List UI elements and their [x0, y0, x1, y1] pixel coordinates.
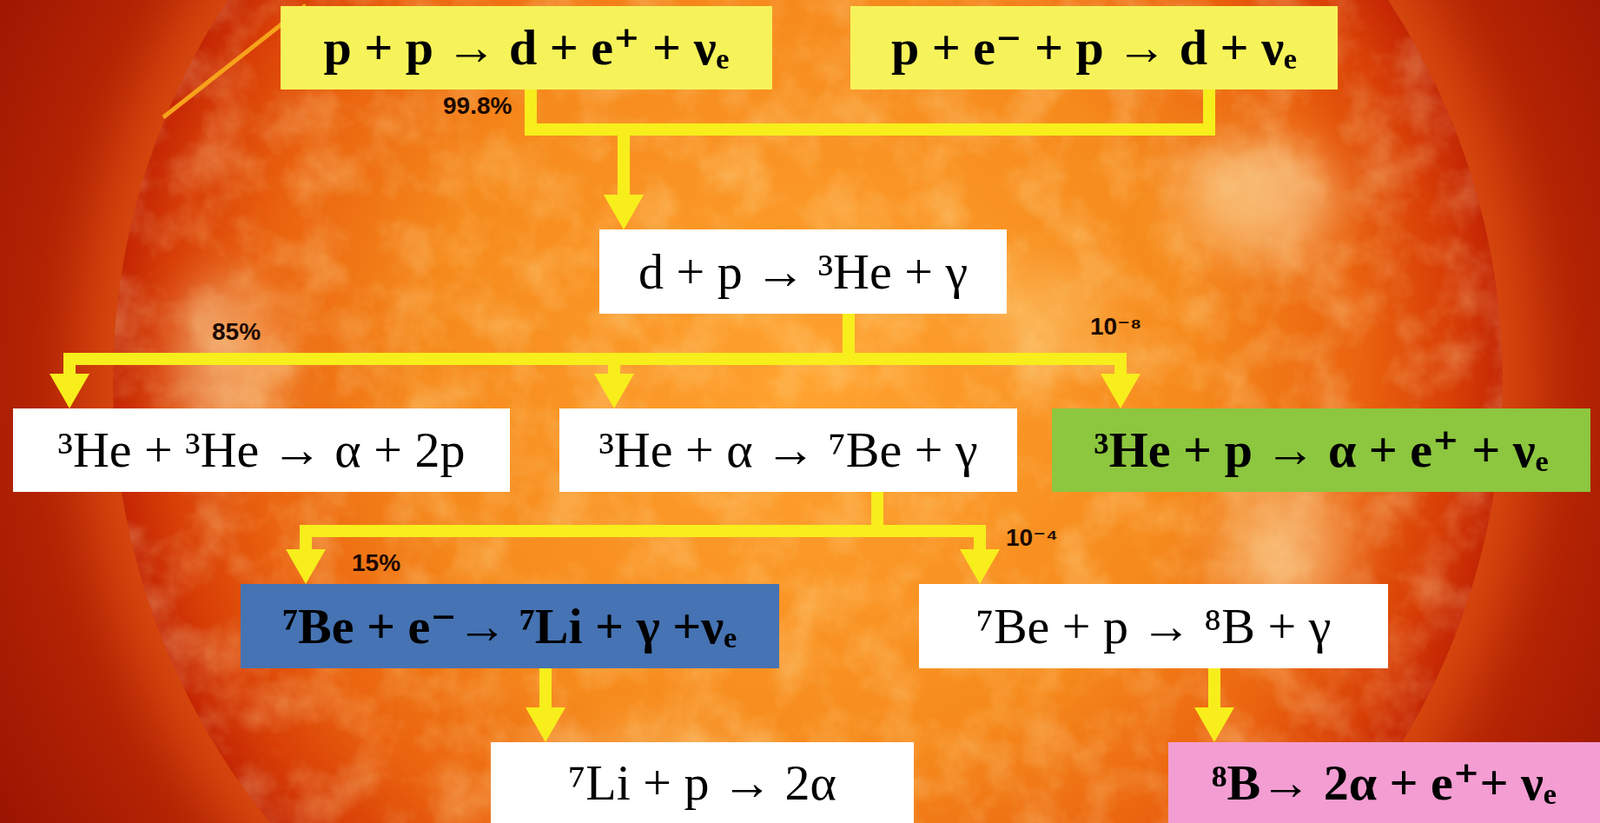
flow-arrow [603, 89, 1210, 230]
arrow-shaft [623, 89, 1210, 197]
reaction-equation: ⁷Be + e⁻→ ⁷Li + γ +νₑ [283, 595, 738, 657]
arrow-head [959, 548, 1000, 584]
reaction-equation: p + e⁻ + p → d + νₑ [891, 17, 1297, 79]
reaction-box: ³He + p → α + e⁺ + νₑ [1051, 408, 1591, 492]
reaction-equation: d + p → ³He + γ [638, 241, 968, 303]
arrow-shaft [530, 89, 624, 197]
flow-arrow [49, 313, 849, 409]
reaction-box: ⁷Be + p → ⁸B + γ [919, 583, 1389, 668]
flow-arrow [594, 313, 849, 409]
arrow-head [285, 548, 326, 584]
arrow-shaft [877, 491, 980, 551]
branch-ratio: 10⁻⁴ [1005, 523, 1058, 552]
reaction-equation: ³He + ³He → α + 2p [58, 419, 466, 481]
arrow-shaft [69, 313, 849, 376]
reaction-box: ³He + α → ⁷Be + γ [559, 408, 1018, 492]
reaction-box: p + e⁻ + p → d + νₑ [850, 6, 1338, 90]
arrow-shaft [848, 313, 1121, 376]
arrow-shaft [305, 491, 878, 551]
arrow-head [603, 194, 644, 230]
reaction-equation: ³He + p → α + e⁺ + νₑ [1093, 419, 1548, 481]
reaction-equation: ⁷Be + p → ⁸B + γ [976, 595, 1332, 657]
arrow-head [525, 707, 566, 742]
reaction-box: ³He + ³He → α + 2p [13, 408, 510, 492]
branch-ratio: 15% [351, 548, 401, 577]
arrow-head [1100, 373, 1141, 409]
arrow-head [594, 373, 635, 409]
reaction-box: ⁸B→ 2α + e⁺+ νₑ [1168, 741, 1600, 823]
arrow-shaft [614, 313, 849, 376]
reaction-equation: ⁸B→ 2α + e⁺+ νₑ [1211, 752, 1557, 814]
branch-ratio: 85% [211, 317, 261, 346]
branch-ratio: 10⁻⁸ [1090, 312, 1142, 341]
reaction-box: p + p → d + e⁺ + νₑ [280, 6, 773, 90]
arrow-shaft [539, 667, 552, 709]
flow-arrow [877, 491, 1000, 584]
reaction-equation: ³He + α → ⁷Be + γ [598, 419, 978, 481]
branch-ratio: 99.8% [442, 92, 512, 120]
flow-arrow [1194, 667, 1235, 742]
arrow-head [603, 194, 644, 230]
flow-arrow [285, 491, 878, 584]
arrow-head [1194, 707, 1235, 742]
reaction-equation: ⁷Li + p → 2α [568, 752, 837, 814]
arrow-head [49, 373, 90, 409]
reaction-box: ⁷Li + p → 2α [490, 741, 914, 823]
arrow-shaft [1208, 667, 1221, 709]
reaction-box: d + p → ³He + γ [599, 229, 1007, 314]
flow-arrow [525, 667, 566, 742]
reaction-equation: p + p → d + e⁺ + νₑ [323, 17, 729, 79]
bright-patch [1181, 147, 1338, 252]
reaction-box: ⁷Be + e⁻→ ⁷Li + γ +νₑ [240, 583, 780, 668]
